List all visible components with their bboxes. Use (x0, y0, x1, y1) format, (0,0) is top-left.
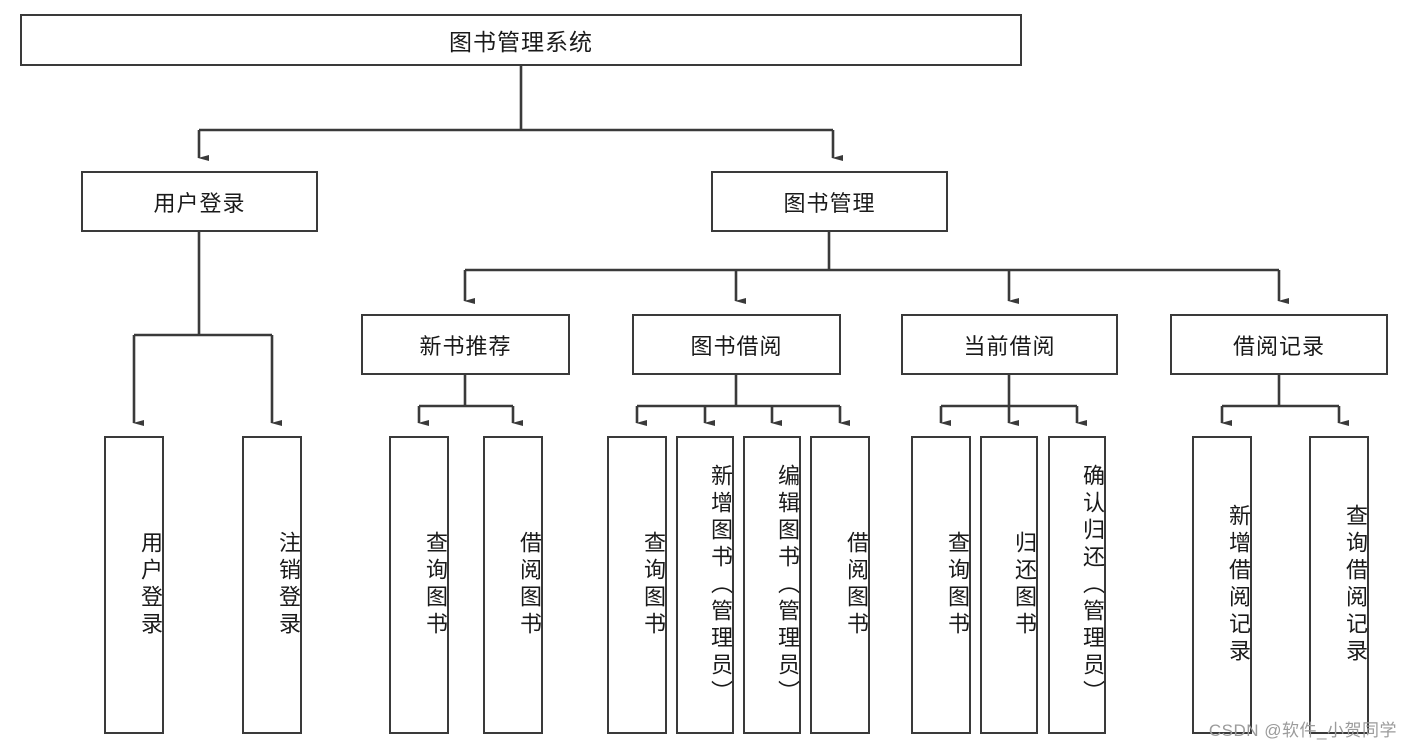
node-label: 用户登录 (153, 190, 246, 216)
leaf-current-return-book[interactable]: 归还图书 (980, 436, 1038, 734)
node-label: 图书管理系统 (449, 29, 593, 55)
leaf-current-confirm-return-admin[interactable]: 确认归还（管理员） (1048, 436, 1106, 734)
node-book-borrow[interactable]: 图书借阅 (632, 314, 841, 375)
leaf-user-login-login[interactable]: 用户登录 (104, 436, 164, 734)
node-label: 借阅图书 (517, 531, 542, 639)
node-label: 注销登录 (276, 531, 301, 639)
leaf-recommend-query-book[interactable]: 查询图书 (389, 436, 449, 734)
leaf-borrow-edit-book-admin[interactable]: 编辑图书（管理员） (743, 436, 801, 734)
leaf-borrow-add-book-admin[interactable]: 新增图书（管理员） (676, 436, 734, 734)
leaf-borrow-borrow-book[interactable]: 借阅图书 (810, 436, 870, 734)
leaf-borrow-query-book[interactable]: 查询图书 (607, 436, 667, 734)
leaf-current-query-book[interactable]: 查询图书 (911, 436, 971, 734)
node-label: 新增借阅记录 (1226, 504, 1251, 666)
node-new-book-recommend[interactable]: 新书推荐 (361, 314, 570, 375)
node-label: 当前借阅 (963, 333, 1056, 359)
node-book-management[interactable]: 图书管理 (711, 171, 948, 232)
node-label: 借阅记录 (1232, 333, 1325, 359)
leaf-record-query-record[interactable]: 查询借阅记录 (1309, 436, 1369, 734)
node-root-book-management-system[interactable]: 图书管理系统 (20, 14, 1022, 66)
leaf-record-add-record[interactable]: 新增借阅记录 (1192, 436, 1252, 734)
node-label: 查询图书 (423, 531, 448, 639)
node-label: 图书管理 (783, 190, 876, 216)
node-current-borrow[interactable]: 当前借阅 (901, 314, 1118, 375)
node-label: 编辑图书（管理员） (775, 463, 800, 707)
node-label: 借阅图书 (844, 531, 869, 639)
node-label: 用户登录 (138, 531, 163, 639)
leaf-user-login-logout[interactable]: 注销登录 (242, 436, 302, 734)
node-label: 确认归还（管理员） (1080, 463, 1105, 707)
node-label: 查询借阅记录 (1343, 504, 1368, 666)
node-borrow-record[interactable]: 借阅记录 (1170, 314, 1388, 375)
node-label: 查询图书 (641, 531, 666, 639)
node-label: 新增图书（管理员） (708, 463, 733, 707)
leaf-recommend-borrow-book[interactable]: 借阅图书 (483, 436, 543, 734)
node-label: 归还图书 (1012, 531, 1037, 639)
node-label: 新书推荐 (419, 333, 512, 359)
node-label: 查询图书 (945, 531, 970, 639)
node-label: 图书借阅 (690, 333, 783, 359)
node-user-login[interactable]: 用户登录 (81, 171, 318, 232)
